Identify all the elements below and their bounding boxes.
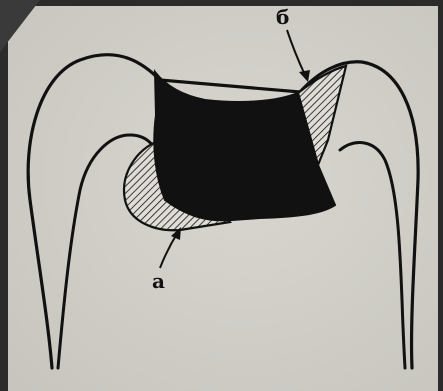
label-b: б [276,5,289,29]
label-a: а [152,269,165,293]
